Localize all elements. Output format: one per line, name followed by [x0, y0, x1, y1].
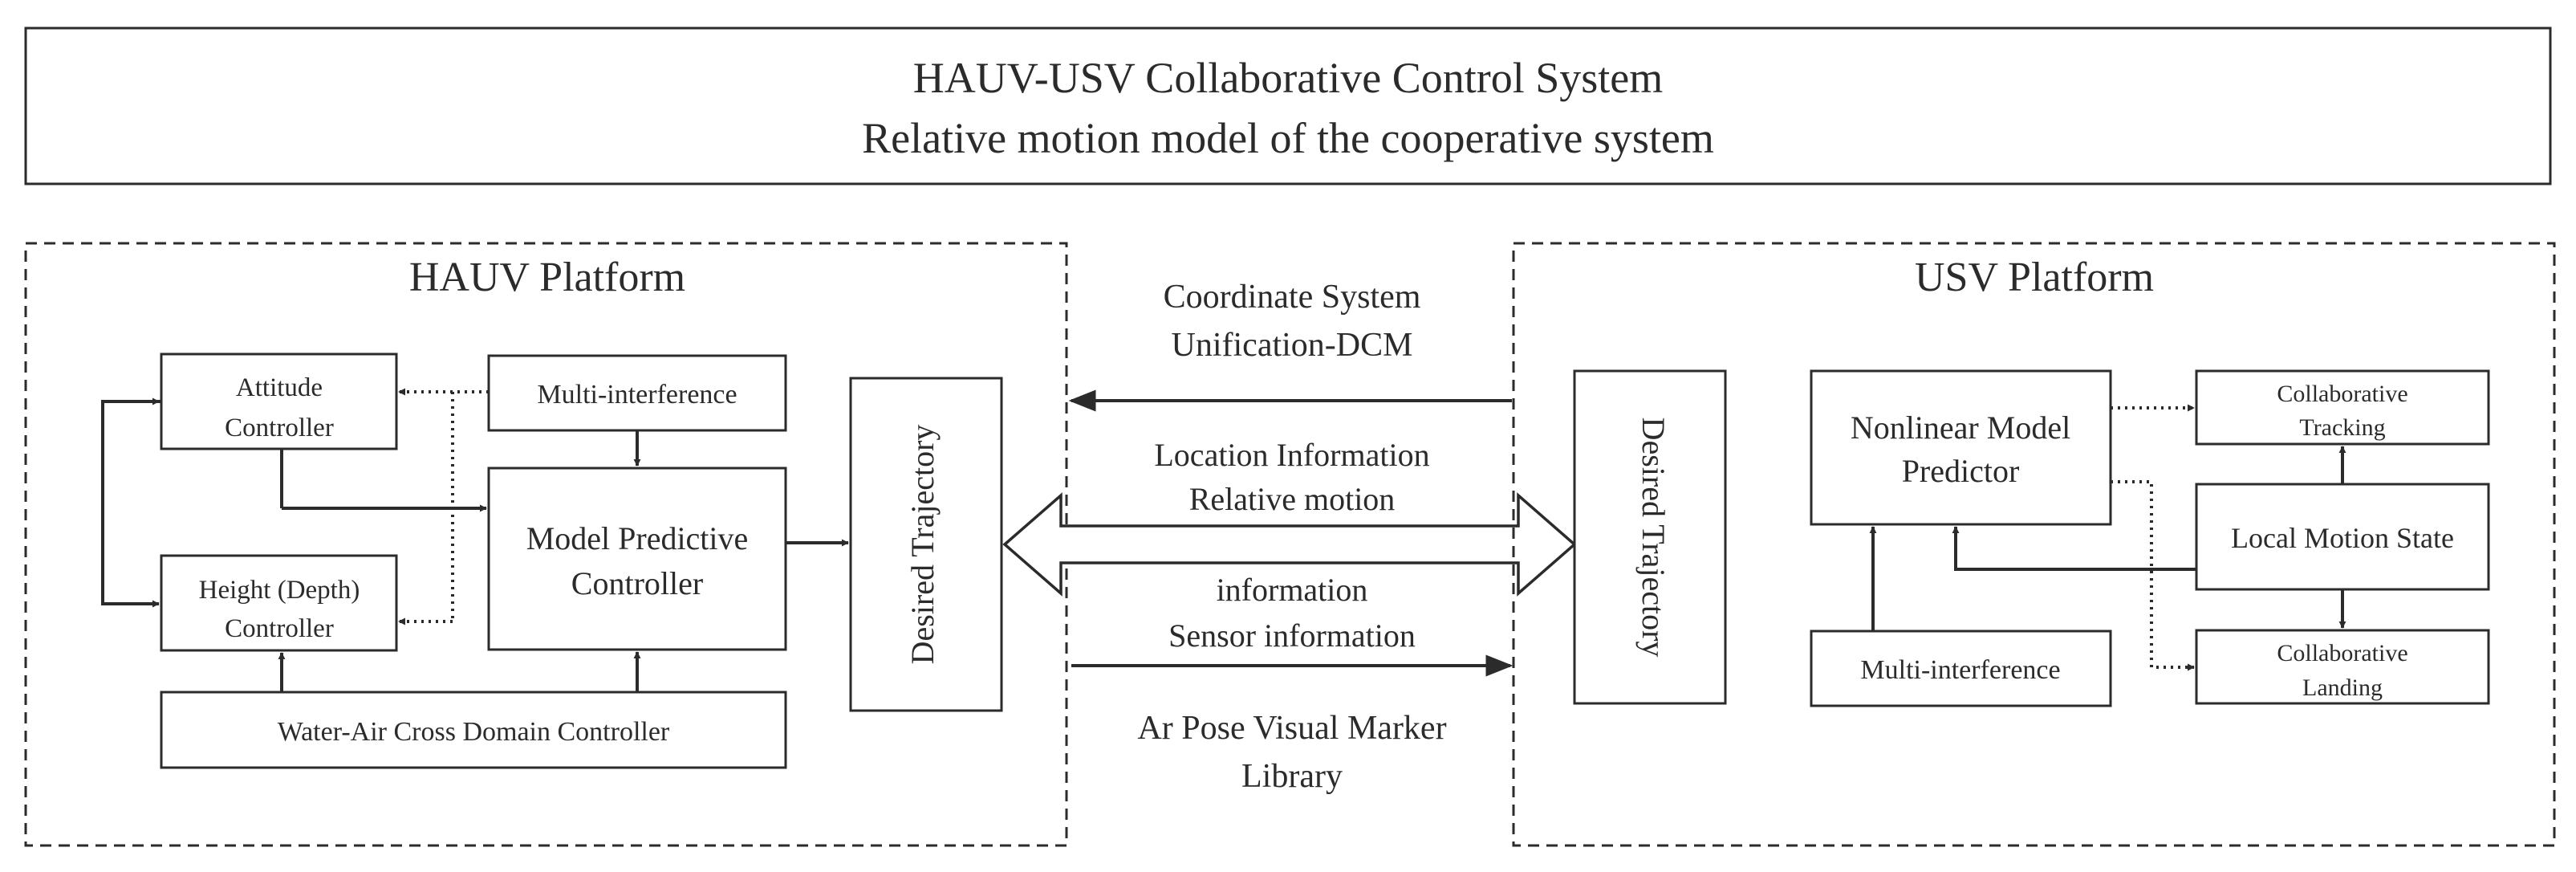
attitude-controller-line-2: Controller [225, 414, 334, 442]
collaborative-landing-line-1: Collaborative [2277, 640, 2407, 666]
title-line-1: HAUV-USV Collaborative Control System [913, 54, 1664, 102]
attitude-controller-box: Attitude Controller [160, 352, 398, 450]
attitude-controller-line-1: Attitude [236, 373, 323, 402]
collaborative-tracking-line-2: Tracking [2299, 414, 2385, 441]
usv-platform: USV Platform Desired Trajectory Nonlinea… [1512, 242, 2556, 847]
location-info-line-1: Location Information [1154, 437, 1429, 473]
title-line-2: Relative motion model of the cooperative… [862, 114, 1714, 162]
hauv-desired-trajectory-box: Desired Trajectory [849, 377, 1003, 712]
usv-multi-interference-label: Multi-interference [1860, 655, 2060, 685]
usv-platform-label: USV Platform [1915, 255, 2154, 300]
mpc-line-1: Model Predictive [526, 520, 749, 556]
coordinate-system-line-1: Coordinate System [1164, 279, 1421, 316]
mpc-box: Model Predictive Controller [487, 467, 787, 651]
marker-library-line-2: Library [1241, 758, 1343, 795]
connector-attitude-height-loop [101, 400, 161, 608]
hauv-platform-label: HAUV Platform [409, 255, 685, 300]
cross-domain-controller-box: Water-Air Cross Domain Controller [160, 691, 787, 769]
hauv-multi-interference-box: Multi-interference [487, 354, 787, 432]
marker-library-line-1: Ar Pose Visual Marker [1137, 710, 1446, 747]
local-motion-state-label: Local Motion State [2231, 522, 2454, 554]
nonlinear-predictor-line-1: Nonlinear Model [1851, 410, 2070, 446]
sensor-info-line-2: Sensor information [1168, 617, 1416, 654]
local-motion-state-box: Local Motion State [2195, 483, 2490, 591]
usv-desired-trajectory-label: Desired Trajectory [1635, 418, 1672, 658]
collaborative-landing-box: Collaborative Landing [2195, 629, 2490, 705]
height-controller-line-2: Controller [225, 614, 334, 643]
connector-predictor-to-landing [2111, 480, 2195, 671]
height-controller-box: Height (Depth) Controller [160, 554, 398, 652]
hauv-platform: HAUV Platform Attitude Controller Multi-… [24, 242, 1068, 847]
connector-motion-state-to-predictor [1952, 526, 2196, 571]
usv-platform-frame [1512, 242, 2556, 847]
location-info-line-2: Relative motion [1189, 481, 1396, 517]
collaborative-tracking-box: Collaborative Tracking [2195, 369, 2490, 446]
usv-multi-interference-box: Multi-interference [1810, 630, 2112, 707]
collaborative-tracking-line-1: Collaborative [2277, 381, 2407, 407]
nonlinear-predictor-box: Nonlinear Model Predictor [1810, 369, 2112, 526]
communication-zone: Coordinate System Unification-DCM Locati… [1002, 279, 1577, 795]
title-box: HAUV-USV Collaborative Control System Re… [24, 26, 2552, 185]
height-controller-line-1: Height (Depth) [199, 576, 360, 605]
coordinate-system-line-2: Unification-DCM [1172, 327, 1413, 364]
mpc-line-2: Controller [571, 565, 703, 601]
hauv-platform-frame [24, 242, 1068, 847]
cross-domain-controller-label: Water-Air Cross Domain Controller [278, 717, 670, 747]
nonlinear-predictor-line-2: Predictor [1902, 453, 2020, 489]
hauv-multi-interference-label: Multi-interference [537, 380, 737, 410]
sensor-info-line-1: information [1217, 572, 1368, 608]
hauv-desired-trajectory-label: Desired Trajectory [904, 425, 941, 665]
usv-desired-trajectory-box: Desired Trajectory [1573, 369, 1727, 705]
collaborative-landing-line-2: Landing [2302, 674, 2383, 701]
